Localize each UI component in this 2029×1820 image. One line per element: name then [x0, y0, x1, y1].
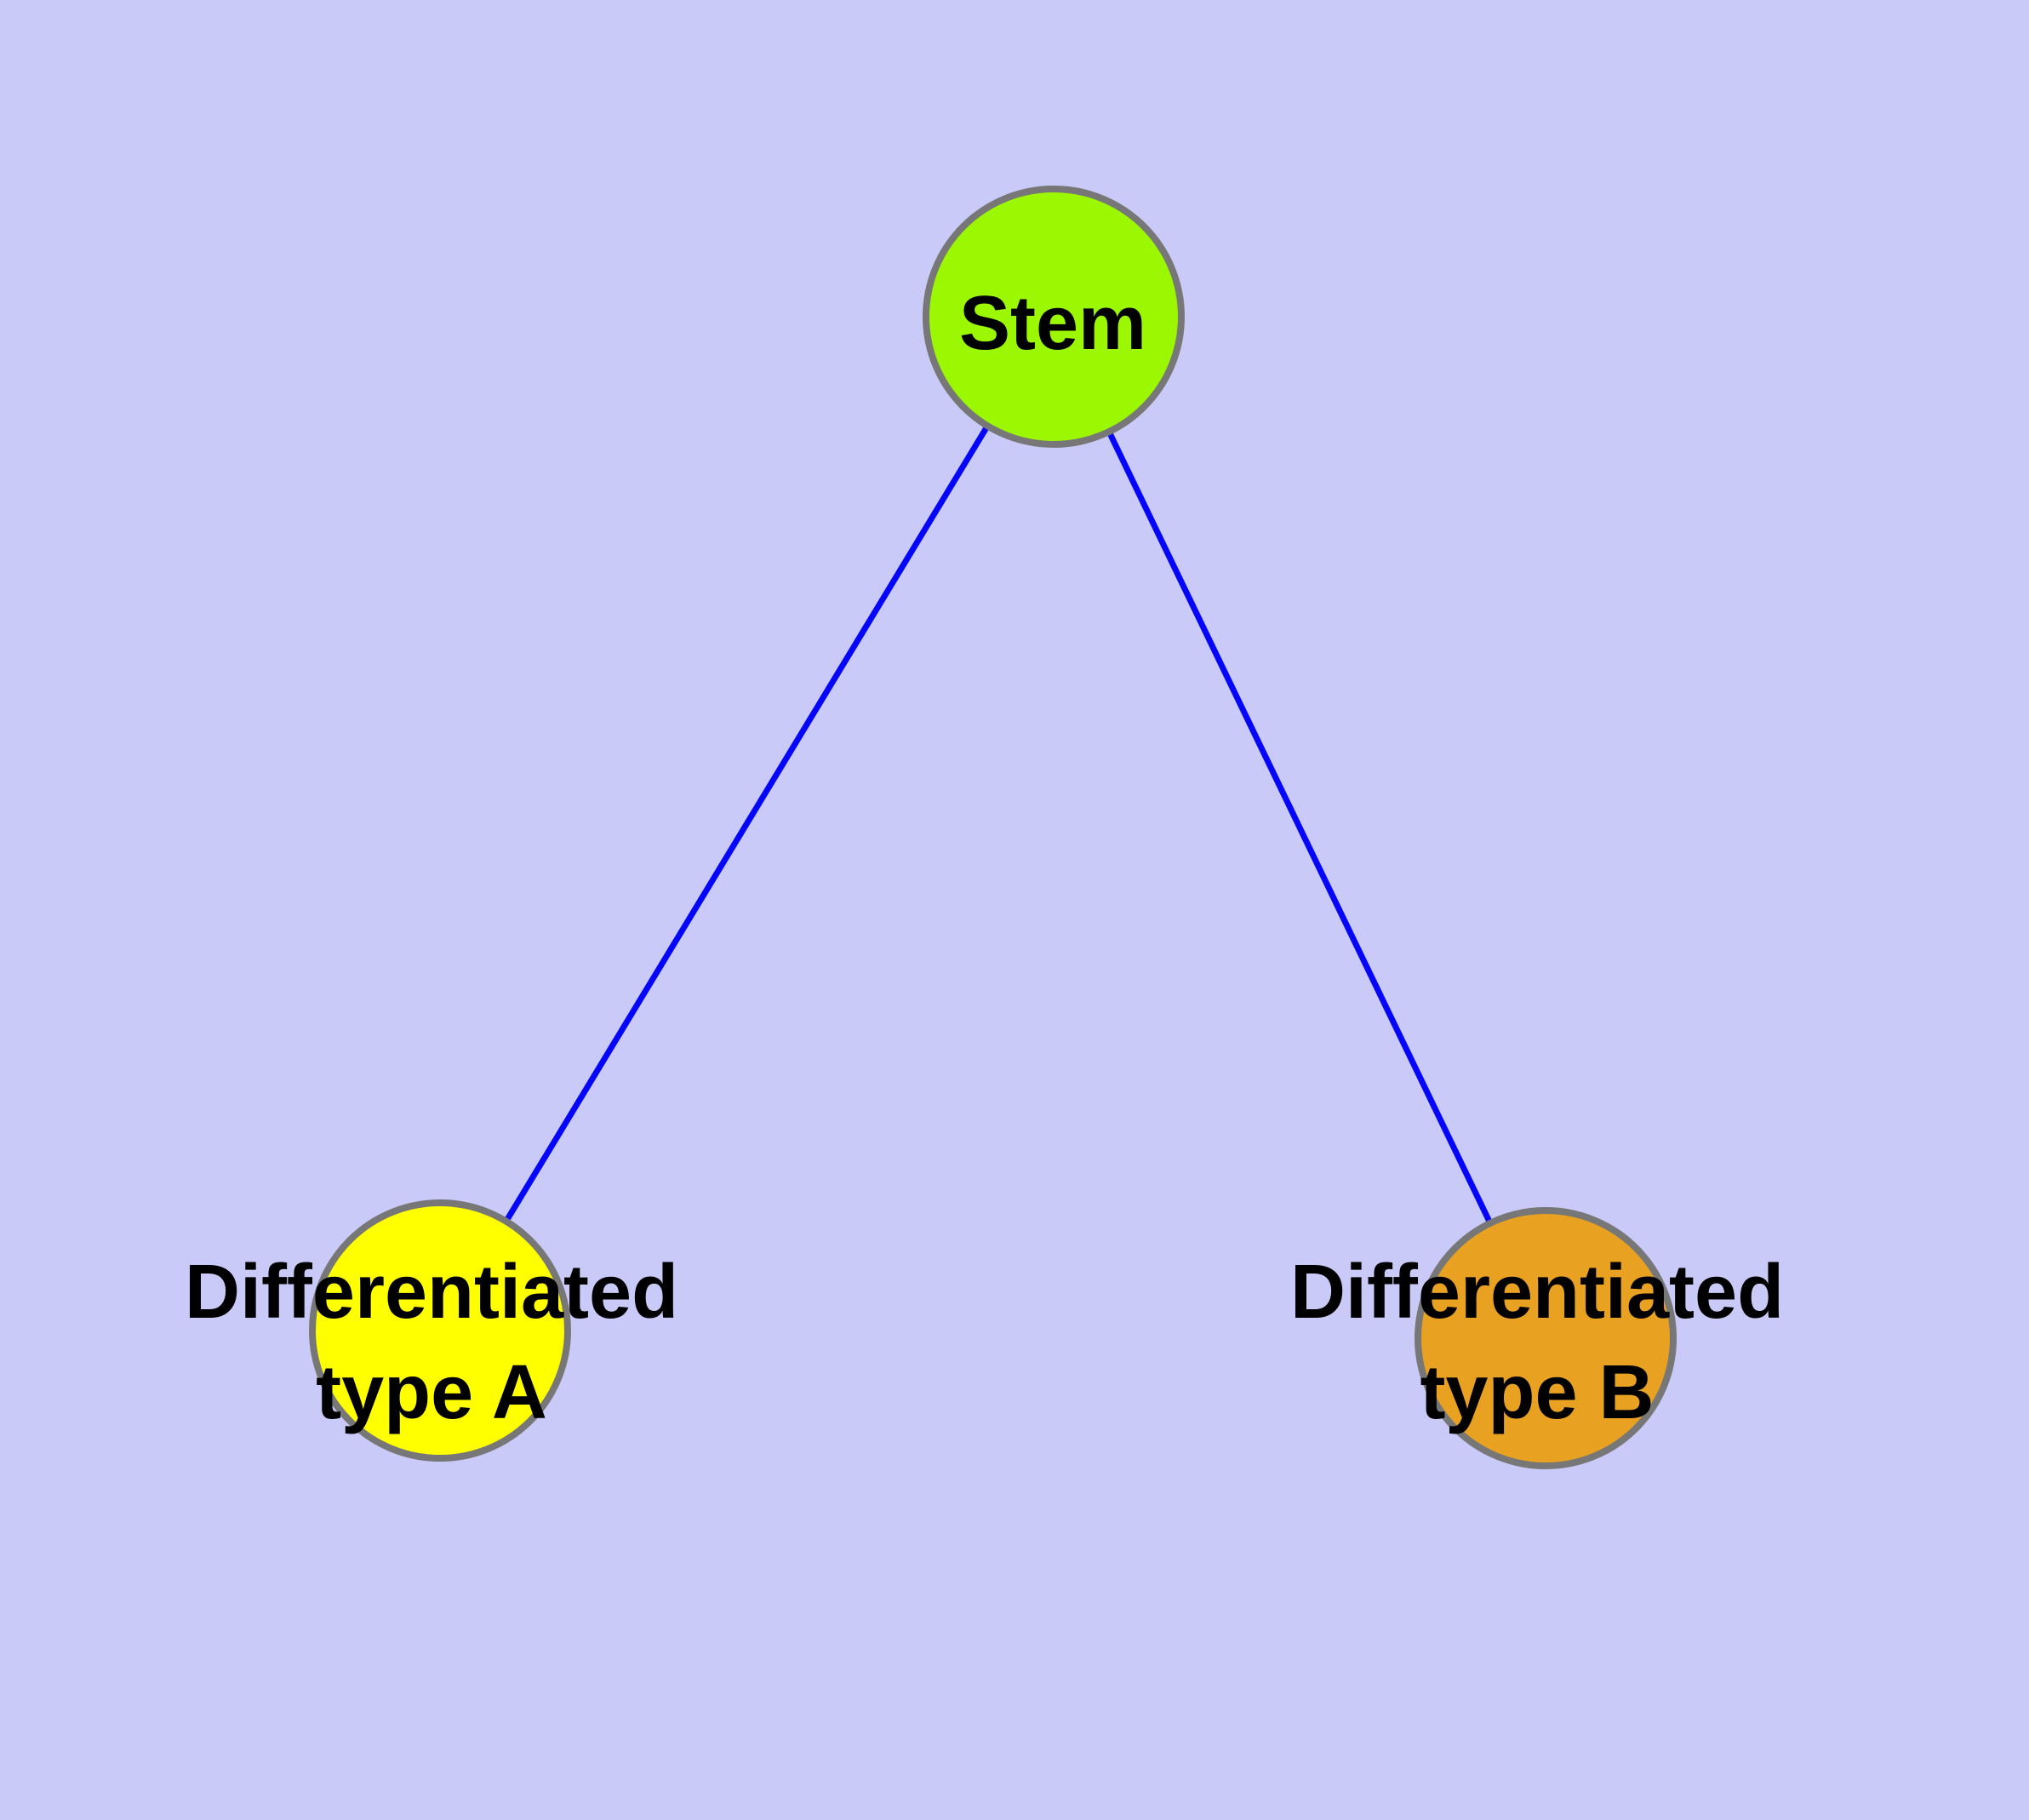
node-type-a-label-line1: Differentiated [184, 1250, 679, 1335]
edge-stem-to-type-a [437, 315, 1056, 1332]
node-type-b-label-line2: type B [1420, 1350, 1655, 1435]
edge-stem-to-type-b [1050, 315, 1549, 1340]
node-type-b-label: Differentiated type B [1290, 1242, 1784, 1443]
node-type-b-label-line1: Differentiated [1289, 1250, 1785, 1335]
node-type-a-label-line2: type A [316, 1350, 547, 1435]
node-type-a-circle [309, 1199, 571, 1462]
node-stem-label: Stem [959, 273, 1146, 374]
node-stem-label-text: Stem [958, 281, 1147, 366]
node-type-a-label: Differentiated type A [185, 1242, 678, 1443]
node-stem-circle [923, 186, 1185, 448]
node-type-b-circle [1415, 1207, 1677, 1469]
